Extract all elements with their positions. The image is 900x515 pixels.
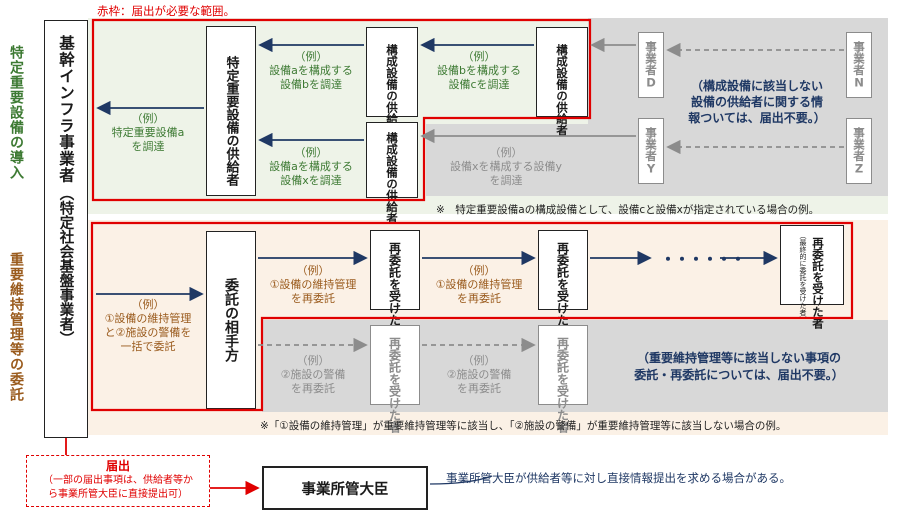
notification-detail: （一部の届出事項は、供給者等から事業所管大臣に直接提出可） bbox=[43, 475, 193, 500]
label-reconsign-2: （例）①設備の維持管理を再委託 bbox=[435, 264, 523, 305]
label-procure-b: （例）設備aを構成する設備bを調達 bbox=[269, 50, 353, 91]
business-n-label: 事業者N bbox=[852, 40, 866, 90]
top-not-required-note: （構成設備に該当しない設備の供給者に関する情報ついては、届出不要。） bbox=[688, 79, 826, 125]
side-label-maintenance-consignment: 重要維持管理等の委託 bbox=[8, 252, 24, 402]
component-supplier-x-box: 構成設備の供給者 bbox=[366, 122, 418, 224]
label-procure-c: （例）設備bを構成する設備cを調達 bbox=[437, 50, 521, 91]
business-y-label: 事業者Y bbox=[644, 126, 658, 176]
minister-label: 事業所管大臣 bbox=[301, 481, 389, 498]
business-n-box: 事業者N bbox=[846, 32, 872, 98]
infra-operator-box: 基幹インフラ事業者 （特定社会基盤事業者） bbox=[44, 20, 88, 438]
business-d-box: 事業者D bbox=[638, 32, 664, 98]
business-z-box: 事業者Z bbox=[846, 118, 872, 184]
top-red-frame bbox=[91, 18, 592, 202]
component-supplier-b-box: 構成設備の供給者 bbox=[366, 27, 418, 136]
top-footnote: ※ 特定重要設備aの構成設備として、設備cと設備xが指定されている場合の例。 bbox=[436, 204, 820, 216]
side-label-equipment-introduction: 特定重要設備の導入 bbox=[8, 45, 24, 180]
consignee-label: 委託の相手方 bbox=[223, 278, 239, 362]
label-reconsign-grey-1: （例）②施設の警備を再委託 bbox=[280, 354, 346, 395]
business-z-label: 事業者Z bbox=[852, 126, 866, 176]
reconsignee-final-sub: （最終的に委託を受けた者） bbox=[799, 232, 807, 323]
minister-box: 事業所管大臣 bbox=[262, 466, 428, 510]
specified-equipment-supplier-box: 特定重要設備の供給者 bbox=[206, 26, 256, 196]
business-d-label: 事業者D bbox=[644, 40, 658, 90]
infra-operator-title: 基幹インフラ事業者 bbox=[57, 35, 75, 184]
consignee-box: 委託の相手方 bbox=[206, 231, 256, 409]
bottom-red-frame bbox=[90, 221, 854, 412]
infra-operator-subtitle: （特定社会基盤事業者） bbox=[57, 185, 74, 346]
label-consign-main: （例）①設備の維持管理と②施設の警備を一括で委託 bbox=[104, 298, 192, 353]
label-procure-x: （例）設備aを構成する設備xを調達 bbox=[269, 146, 353, 187]
bottom-not-required-note: （重要維持管理等に該当しない事項の委託・再委託については、届出不要。） bbox=[634, 351, 844, 382]
bottom-footnote: ※「①設備の維持管理」が重要維持管理等に該当し、「②施設の警備」が重要維持管理等… bbox=[260, 420, 787, 432]
minister-note-curve bbox=[429, 475, 493, 485]
label-reconsign-grey-2: （例）②施設の警備を再委託 bbox=[446, 354, 512, 395]
notification-title: 届出 bbox=[105, 459, 130, 473]
legend-red-frame: 赤枠：届出が必要な範囲。 bbox=[97, 4, 235, 18]
notification-box: 届出 （一部の届出事項は、供給者等から事業所管大臣に直接提出可） bbox=[26, 455, 210, 507]
business-y-box: 事業者Y bbox=[638, 118, 664, 184]
component-supplier-c-box: 構成設備の供給者 bbox=[536, 27, 588, 136]
minister-note: 事業所管大臣が供給者等に対し直接情報提出を求める場合がある。 bbox=[446, 471, 791, 485]
continuation-dots: ・・・・・・ bbox=[660, 250, 746, 269]
label-reconsign-1: （例）①設備の維持管理を再委託 bbox=[269, 264, 357, 305]
specified-equipment-supplier-label: 特定重要設備の供給者 bbox=[223, 56, 239, 186]
